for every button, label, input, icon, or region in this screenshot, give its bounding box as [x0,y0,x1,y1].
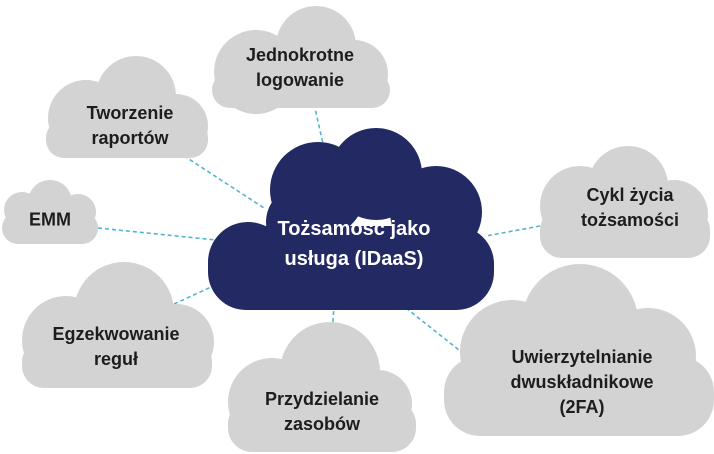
node-label-emm: EMM [29,208,71,233]
connector-lifecycle [485,225,541,237]
node-label-line: Tworzenie [86,103,174,124]
cloud-base [2,212,98,244]
cloud-base [540,208,710,258]
cloud-center [208,128,494,310]
clouds [2,6,714,452]
cloud-base [22,340,212,388]
node-label-line: Przydzielanie [264,389,380,410]
node-label-line: raportów [91,128,169,148]
node-label-line: EMM [29,209,71,230]
cloud-base [212,72,390,108]
cloud-policy [22,262,214,388]
cloud-twofa [444,264,714,436]
node-label-line: Uwierzytelnianie [511,346,653,367]
node-label-line: zasobów [283,414,361,434]
node-label-twofa: Uwierzytelnianie dwuskładnikowe (2FA) [510,345,653,419]
cloud-lifecycle [540,146,710,258]
node-label-line: logowanie [255,70,344,90]
cloud-sso [212,6,390,114]
cloud-provisioning [228,322,416,452]
cloud-base [444,356,714,436]
cloud-emm [2,180,98,244]
connector-emm [97,227,217,241]
center-label-line-2: usługa (IDaaS) [284,248,424,270]
node-label-provisioning: Przydzielanie zasobów [265,387,379,437]
center-label: Tożsamość jako usługa (IDaaS) [277,214,430,274]
center-label-line-1: Tożsamość jako [277,218,431,240]
connector-reporting [177,151,265,209]
node-label-line: Cykl życia [586,185,674,206]
node-label-reporting: Tworzenie raportów [87,101,174,151]
connector-sso [313,103,325,149]
node-label-lifecycle: Cykl życia tożsamości [581,183,679,233]
cloud-base [228,400,416,452]
node-label-line: (2FA) [559,396,605,417]
cloud-reporting [46,56,208,158]
node-label-line: reguł [93,349,139,369]
node-label-sso: Jednokrotne logowanie [246,43,354,93]
node-label-line: dwuskładnikowe [510,371,654,392]
cloud-base [46,120,208,158]
cloud-base [208,226,494,310]
node-label-line: Jednokrotne [245,45,355,66]
node-label-line: Egzekwowanie [52,324,180,345]
node-label-line: tożsamości [580,210,680,230]
connector-twofa [405,307,465,355]
node-label-policy: Egzekwowanie reguł [52,322,179,372]
